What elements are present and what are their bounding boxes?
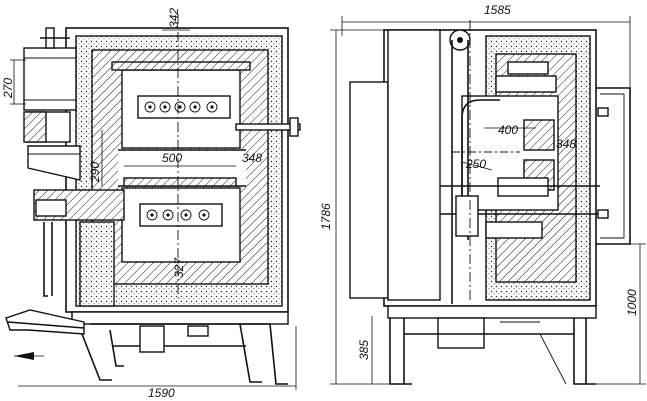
- left-heater-bottom-terminals: [146, 209, 210, 221]
- left-tray: [5, 309, 85, 335]
- left-door: [23, 47, 77, 111]
- left-front-burner: [23, 111, 47, 143]
- left-side-rod: [235, 123, 301, 131]
- left-heater-top: [137, 95, 231, 119]
- left-dimensions: 342 270 290 500 348 327 1590: [1, 8, 297, 400]
- left-funnel: [27, 145, 81, 181]
- dim-1786: 1786: [319, 203, 333, 230]
- right-view: [349, 20, 631, 385]
- dim-385: 385: [357, 340, 371, 360]
- right-arch: [461, 99, 500, 210]
- dim-348-right: 348: [556, 137, 576, 151]
- right-dimensions: 1585 1786 385 1000 400 348 250: [319, 3, 646, 385]
- left-heater-top-terminals: [144, 101, 218, 113]
- left-lower-front: [79, 221, 115, 307]
- dim-400: 400: [498, 123, 518, 137]
- dim-290: 290: [88, 162, 102, 183]
- right-legs: [389, 318, 596, 385]
- left-view: [5, 14, 301, 385]
- dim-250: 250: [465, 157, 486, 171]
- dim-1585: 1585: [484, 3, 511, 17]
- right-base: [387, 305, 597, 319]
- dim-500: 500: [162, 151, 182, 165]
- dim-327: 327: [172, 257, 186, 278]
- dim-1590: 1590: [148, 386, 175, 400]
- right-door-panel: [349, 81, 389, 299]
- left-base-frame: [71, 311, 289, 325]
- dim-1000: 1000: [625, 289, 639, 316]
- left-chamber-lining: [111, 61, 251, 71]
- dim-270: 270: [1, 78, 15, 99]
- dim-342: 342: [167, 8, 181, 28]
- left-legs: [81, 323, 288, 385]
- dim-348-left: 348: [242, 151, 262, 165]
- left-hearth-plate: [123, 177, 237, 187]
